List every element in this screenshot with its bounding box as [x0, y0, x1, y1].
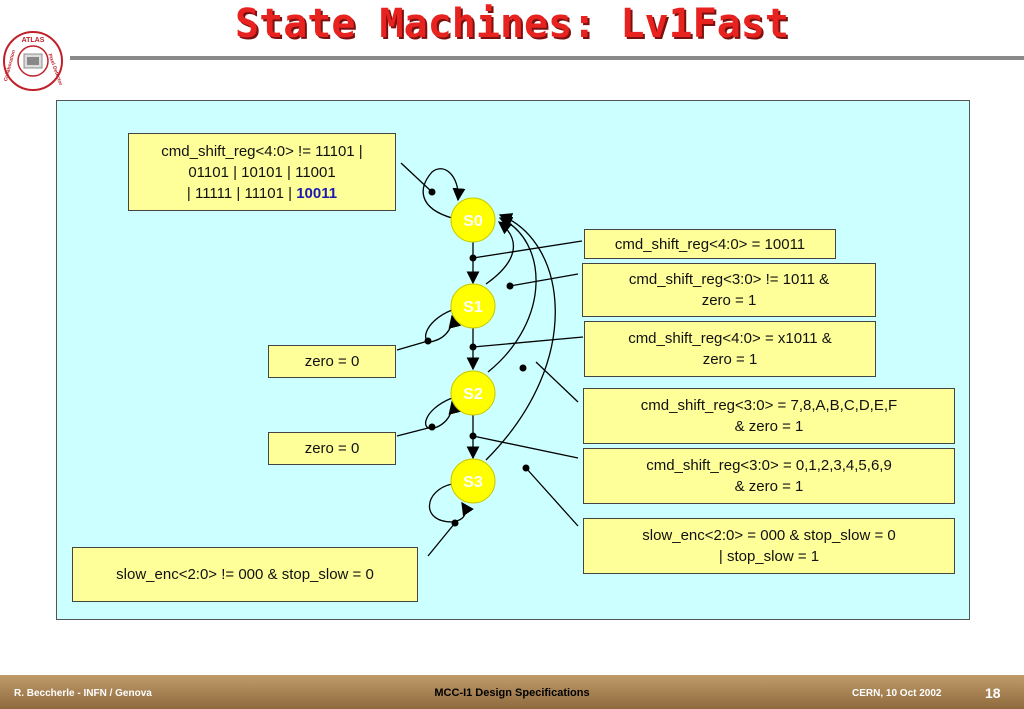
state-s0-label: S0	[463, 213, 483, 230]
condition-s2-to-s3: cmd_shift_reg<3:0> = 0,1,2,3,4,5,6,9 & z…	[583, 448, 955, 504]
loop-s2	[425, 397, 462, 430]
state-s3-label: S3	[463, 474, 483, 491]
condition-s0-loop-line2: 01101 | 10101 | 11001	[188, 163, 336, 181]
condition-highlight: 10011	[296, 184, 338, 202]
leader-z2	[396, 426, 433, 437]
arc-s3-s0	[485, 213, 556, 461]
state-s2	[450, 370, 496, 416]
leader-c5	[535, 361, 579, 403]
dot-arc1	[506, 282, 514, 290]
dot-s0-s1	[469, 254, 477, 262]
dot-s1-s2	[469, 343, 477, 351]
leader-c4	[472, 336, 584, 348]
leader-c1	[400, 162, 433, 193]
logo-text-top: ATLAS	[22, 37, 45, 44]
footer-bar: R. Beccherle - INFN / Genova MCC-I1 Desi…	[0, 675, 1024, 709]
leader-c3	[509, 273, 579, 287]
dot-loop-s0	[428, 188, 436, 196]
leader-c6	[472, 435, 579, 459]
dot-loop-s1	[424, 337, 432, 345]
condition-s0-to-s1: cmd_shift_reg<4:0> = 10011	[584, 229, 836, 259]
loop-s0	[422, 168, 466, 219]
condition-s3-loop: slow_enc<2:0> != 000 & stop_slow = 0	[72, 547, 418, 602]
leader-c8	[427, 522, 456, 557]
leader-c7	[525, 467, 579, 527]
footer-author: R. Beccherle - INFN / Genova	[14, 688, 152, 699]
page-title: State Machines: Lv1Fast	[235, 1, 789, 47]
arc-s2-s0	[487, 216, 537, 373]
loop-s1	[425, 309, 462, 343]
leader-z1	[396, 340, 429, 351]
condition-s2-to-s0: cmd_shift_reg<3:0> = 7,8,A,B,C,D,E,F & z…	[583, 388, 955, 444]
condition-s1-loop: zero = 0	[268, 345, 396, 378]
condition-s1-to-s0: cmd_shift_reg<3:0> != 1011 & zero = 1	[582, 263, 876, 317]
state-s1	[450, 283, 496, 329]
condition-s2-loop: zero = 0	[268, 432, 396, 465]
dot-arc3	[522, 464, 530, 472]
atlas-logo: ATLAS Pixel Detector Collaboration	[3, 31, 63, 91]
condition-s3-to-s0: slow_enc<2:0> = 000 & stop_slow = 0 | st…	[583, 518, 955, 574]
state-s0	[450, 197, 496, 243]
leader-c2	[472, 240, 583, 259]
title-rule	[70, 56, 1024, 60]
condition-s1-to-s2: cmd_shift_reg<4:0> = x1011 & zero = 1	[584, 321, 876, 377]
state-s3	[450, 458, 496, 504]
dot-s2-s3	[469, 432, 477, 440]
state-s2-label: S2	[463, 386, 483, 403]
condition-s0-loop-line1: cmd_shift_reg<4:0> != 11101 |	[161, 142, 363, 160]
condition-s0-loop: cmd_shift_reg<4:0> != 11101 | 01101 | 10…	[128, 133, 396, 211]
footer-document: MCC-I1 Design Specifications	[434, 687, 590, 699]
dot-loop-s2	[428, 423, 436, 431]
dot-arc2	[519, 364, 527, 372]
condition-s0-loop-line3: | 11111 | 11101 | 10011	[186, 184, 338, 202]
page-number: 18	[985, 685, 1001, 701]
dot-loop-s3	[451, 519, 459, 527]
footer-date: CERN, 10 Oct 2002	[852, 688, 942, 699]
state-s1-label: S1	[463, 299, 483, 316]
